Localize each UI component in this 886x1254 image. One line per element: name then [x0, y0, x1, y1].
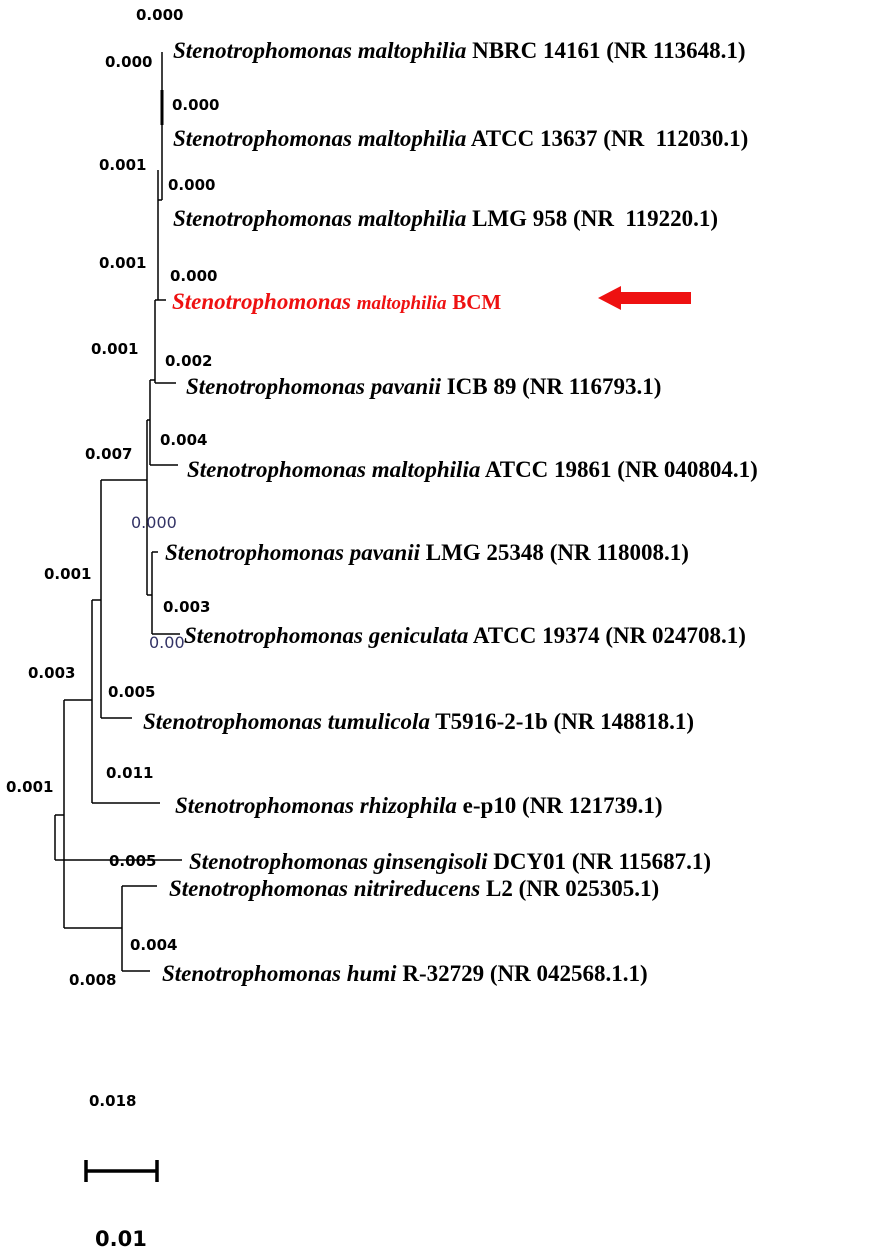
branch-length: 0.000	[105, 53, 152, 71]
branch-length: 0.001	[99, 156, 146, 174]
taxon-label: Stenotrophomonas maltophilia NBRC 14161 …	[173, 38, 746, 63]
branch-length: 0.001	[44, 565, 91, 583]
taxon-label: Stenotrophomonas geniculata ATCC 19374 (…	[184, 623, 746, 648]
branch-length: 0.000	[136, 6, 183, 24]
branch-length: 0.008	[69, 971, 116, 989]
taxon-label-highlighted: Stenotrophomonas maltophilia BCM	[172, 289, 501, 314]
branch-length: 0.004	[160, 431, 207, 449]
taxon-label: Stenotrophomonas maltophilia ATCC 13637 …	[173, 126, 748, 151]
tree-branches	[54, 52, 182, 972]
branch-length: 0.005	[109, 852, 156, 870]
branch-length: 0.007	[85, 445, 132, 463]
taxon-label: Stenotrophomonas nitrireducens L2 (NR 02…	[169, 876, 659, 901]
branch-length: 0.001	[91, 340, 138, 358]
branch-length: 0.00	[149, 633, 185, 652]
scale-bar: 0.01	[84, 1160, 159, 1251]
branch-length: 0.000	[168, 176, 215, 194]
branch-length: 0.011	[106, 764, 153, 782]
branch-length: 0.004	[130, 936, 177, 954]
taxon-labels: Stenotrophomonas maltophilia NBRC 14161 …	[143, 38, 758, 986]
branch-length: 0.000	[170, 267, 217, 285]
taxon-label: Stenotrophomonas pavanii ICB 89 (NR 1167…	[186, 374, 661, 399]
scale-bar-label: 0.01	[95, 1227, 147, 1251]
branch-length: 0.000	[131, 513, 177, 532]
taxon-label: Stenotrophomonas maltophilia ATCC 19861 …	[187, 457, 758, 482]
taxon-label: Stenotrophomonas ginsengisoli DCY01 (NR …	[189, 849, 711, 874]
taxon-label: Stenotrophomonas maltophilia LMG 958 (NR…	[173, 206, 718, 231]
taxon-label: Stenotrophomonas pavanii LMG 25348 (NR 1…	[165, 540, 689, 565]
branch-length-labels: 0.000 0.000 0.000 0.001 0.000 0.001 0.00…	[6, 6, 219, 1110]
branch-length: 0.000	[172, 96, 219, 114]
branch-length: 0.003	[163, 598, 210, 616]
branch-length: 0.002	[165, 352, 212, 370]
branch-length: 0.001	[6, 778, 53, 796]
branch-length: 0.003	[28, 664, 75, 682]
taxon-label: Stenotrophomonas humi R-32729 (NR 042568…	[162, 961, 648, 986]
branch-length: 0.005	[108, 683, 155, 701]
highlight-arrow-icon	[598, 286, 691, 310]
branch-length: 0.018	[89, 1092, 136, 1110]
branch-length: 0.001	[99, 254, 146, 272]
taxon-label: Stenotrophomonas tumulicola T5916-2-1b (…	[143, 709, 694, 734]
taxon-label: Stenotrophomonas rhizophila e-p10 (NR 12…	[175, 793, 663, 818]
